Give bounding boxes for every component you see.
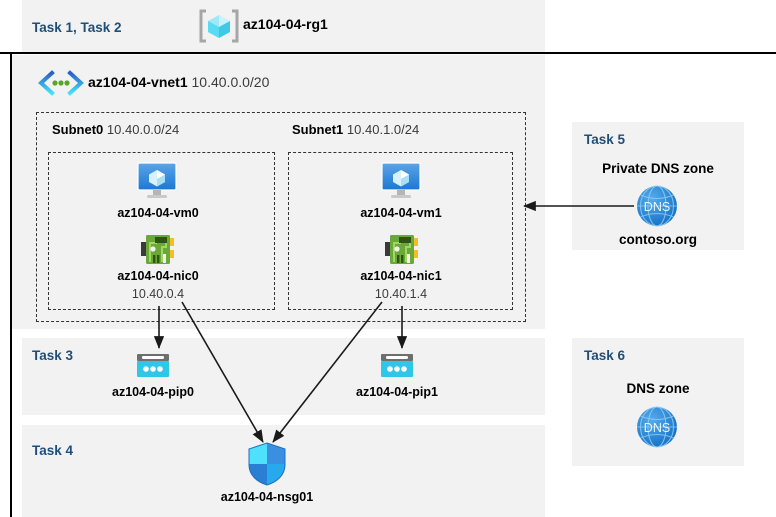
vnet-panel xyxy=(10,55,545,329)
svg-text:DNS: DNS xyxy=(644,421,670,435)
dns-zone-icon: DNS xyxy=(634,404,680,450)
svg-text:DNS: DNS xyxy=(644,200,670,214)
dns-zone-title: DNS zone xyxy=(626,381,690,396)
private-dns-zone-title: Private DNS zone xyxy=(602,161,714,176)
resource-group-name-text: az104-04-rg1 xyxy=(243,16,328,32)
nic0-ip: 10.40.0.4 xyxy=(131,287,185,301)
nic0-label: az104-04-nic0 xyxy=(117,269,199,283)
pip1-label: az104-04-pip1 xyxy=(356,385,438,399)
subnet0-name: Subnet0 xyxy=(52,122,104,137)
nic1-label: az104-04-nic1 xyxy=(360,269,442,283)
task-label-6: Task 6 xyxy=(584,348,626,363)
resource-group-icon xyxy=(199,8,239,44)
virtual-machine-icon xyxy=(134,160,180,200)
subnet0-box xyxy=(48,152,275,310)
vm0-label: az104-04-vm0 xyxy=(117,206,199,220)
task-label-5: Task 5 xyxy=(584,132,626,147)
nsg-label: az104-04-nsg01 xyxy=(220,490,314,504)
resource-group-name: az104-04-rg1 xyxy=(243,16,328,32)
network-interface-icon xyxy=(140,233,176,267)
network-security-group-icon xyxy=(245,441,289,487)
pip0-label: az104-04-pip0 xyxy=(112,385,194,399)
public-ip-address-icon xyxy=(134,352,172,380)
task-label-1-2: Task 1, Task 2 xyxy=(32,20,122,35)
subnet1-name: Subnet1 xyxy=(292,122,344,137)
subnet1-box xyxy=(288,152,513,310)
subnet0-title: Subnet0 10.40.0.0/24 xyxy=(52,122,179,137)
dns-zone-icon: DNS xyxy=(634,183,680,229)
private-dns-zone-name: contoso.org xyxy=(619,232,697,247)
public-ip-address-icon xyxy=(378,352,416,380)
subnet1-cidr: 10.40.1.0/24 xyxy=(346,122,420,137)
virtual-network-icon xyxy=(38,70,84,96)
virtual-machine-icon xyxy=(378,160,424,200)
subnet0-cidr: 10.40.0.0/24 xyxy=(106,122,180,137)
vnet-cidr: 10.40.0.0/20 xyxy=(191,74,270,90)
vnet-name: az104-04-vnet1 xyxy=(88,74,188,90)
resource-group-panel xyxy=(22,0,545,52)
task-label-4: Task 4 xyxy=(32,443,74,458)
network-interface-icon xyxy=(384,233,420,267)
task-label-3: Task 3 xyxy=(32,348,74,363)
nic1-ip: 10.40.1.4 xyxy=(374,287,428,301)
vnet-title: az104-04-vnet1 10.40.0.0/20 xyxy=(88,74,269,90)
subnet1-title: Subnet1 10.40.1.0/24 xyxy=(292,122,419,137)
vm1-label: az104-04-vm1 xyxy=(360,206,442,220)
task3-panel xyxy=(22,338,545,415)
